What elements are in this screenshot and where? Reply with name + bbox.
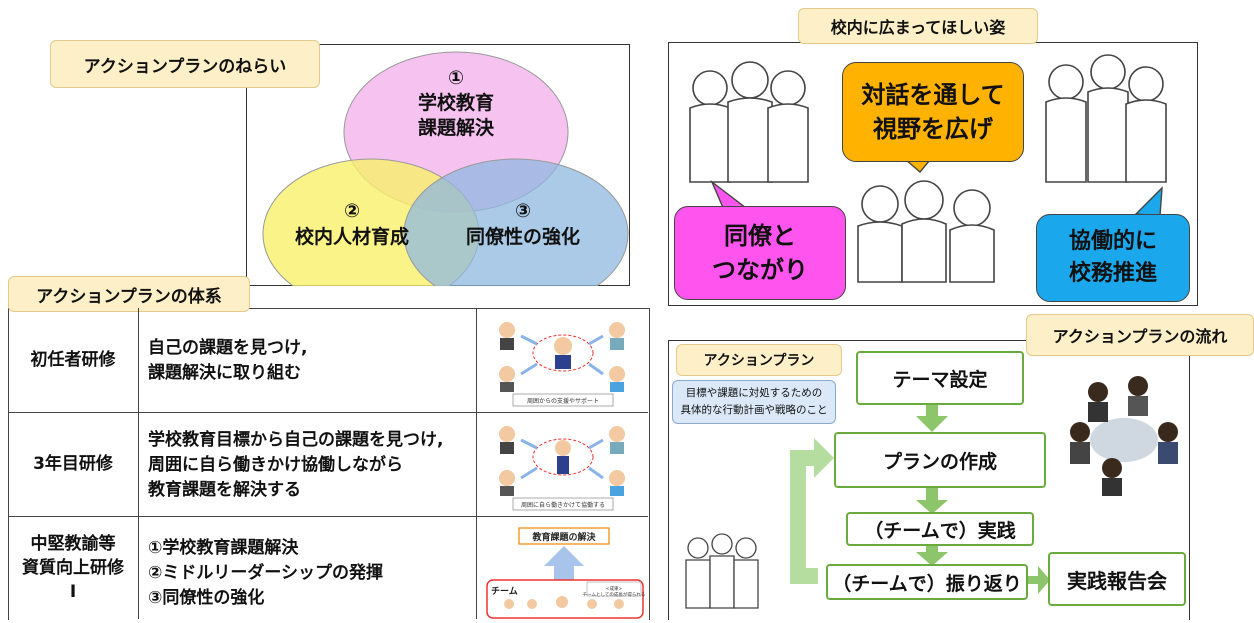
people-group-left-icon: [689, 61, 809, 183]
row-illustration: 教育課題の解決 チーム <成果>チームとしての成長が得られる: [476, 516, 649, 619]
row-name: 3年目研修: [8, 412, 139, 516]
row-illustration: 周囲に自ら働きかけて協働する: [476, 412, 649, 516]
venn-text-2: ② 校内人材育成: [282, 198, 422, 250]
system-table: [8, 308, 650, 620]
venn-num-2: ②: [343, 200, 361, 222]
vision-bubble-collaborate: 協働的に 校務推進: [1036, 214, 1190, 302]
vision-bubble-dialogue: 対話を通して 視野を広げ: [842, 62, 1024, 162]
flow-def-label: アクションプラン: [676, 344, 842, 376]
row-caption-top: 教育課題の解決: [531, 531, 596, 543]
down-arrow-icon: [916, 488, 948, 514]
row-caption: 周囲からの支援やサポート: [527, 397, 599, 405]
venn-label-3: 同僚性の強化: [465, 226, 580, 248]
bubble-tail-blue: [1134, 186, 1163, 217]
people-group-center-icon: [857, 180, 995, 283]
flow-report: 実践報告会: [1048, 552, 1186, 606]
cooperate-illustration: 周囲に自ら働きかけて協働する: [499, 426, 625, 511]
row-name: 初任者研修: [8, 308, 139, 412]
row-desc: 自己の課題を見つけ, 課題解決に取り組む: [148, 338, 308, 383]
people-group-small-icon: [685, 533, 759, 609]
flow-step-review: （チームで）振り返り: [826, 564, 1028, 600]
row-illustration: 周囲からの支援やサポート: [476, 308, 649, 412]
system-label: アクションプランの体系: [8, 276, 250, 312]
venn-circle-3: [403, 158, 629, 286]
loop-arrow-icon: [790, 438, 834, 584]
down-arrow-icon: [916, 542, 948, 566]
row-caption: 周囲に自ら働きかけて協働する: [521, 501, 605, 509]
aim-venn: [262, 51, 629, 286]
row-name: 中堅教諭等 資質向上研修 Ⅰ: [8, 516, 139, 619]
people-group-right-icon: [1045, 54, 1167, 183]
venn-num-1: ①: [447, 67, 465, 89]
venn-label-1: 学校教育 課題解決: [417, 92, 494, 139]
row-caption-note: <成果>チームとしての成長が得られる: [583, 585, 646, 598]
down-arrow-icon: [916, 402, 948, 432]
meeting-illustration: [1070, 376, 1178, 496]
vision-bubble-colleagues: 同僚と つながり: [674, 206, 846, 300]
table-row: 中堅教諭等 資質向上研修 Ⅰ ①学校教育課題解決 ②ミドルリーダーシップの発揮 …: [8, 516, 648, 619]
up-arrow-icon: [544, 546, 584, 580]
row-caption-team: チーム: [491, 586, 518, 597]
table-row: 3年目研修 学校教育目標から自己の課題を見つけ, 周囲に自ら働きかけ協働しながら…: [8, 412, 648, 517]
flow-def-text: 目標や課題に対処するための 具体的な行動計画や戦略のこと: [672, 380, 836, 424]
venn-text-1: ① 学校教育 課題解決: [396, 66, 516, 141]
support-illustration: 周囲からの支援やサポート: [499, 322, 625, 407]
venn-label-2: 校内人材育成: [294, 226, 409, 248]
right-arrow-icon: [1024, 566, 1050, 594]
vision-illustration: [689, 54, 1167, 283]
vision-label: 校内に広まってほしい姿: [798, 8, 1038, 44]
flow-step-theme: テーマ設定: [856, 351, 1024, 405]
flow-label: アクションプランの流れ: [1026, 314, 1254, 356]
table-row: 初任者研修 自己の課題を見つけ, 課題解決に取り組む 周囲からの支援やサポート: [8, 308, 648, 413]
venn-num-3: ③: [514, 200, 532, 222]
row-desc: 学校教育目標から自己の課題を見つけ, 周囲に自ら働きかけ協働しながら 教育課題を…: [148, 430, 444, 500]
team-illustration: 教育課題の解決 チーム <成果>チームとしての成長が得られる: [486, 527, 646, 619]
aim-label: アクションプランのねらい: [50, 40, 320, 88]
flow-step-plan: プランの作成: [834, 432, 1046, 488]
flow-arrows: [685, 376, 1178, 609]
flow-step-practice: （チームで）実践: [846, 512, 1034, 546]
row-desc: ①学校教育課題解決 ②ミドルリーダーシップの発揮 ③同僚性の強化: [148, 538, 384, 608]
venn-text-3: ③ 同僚性の強化: [448, 198, 598, 250]
